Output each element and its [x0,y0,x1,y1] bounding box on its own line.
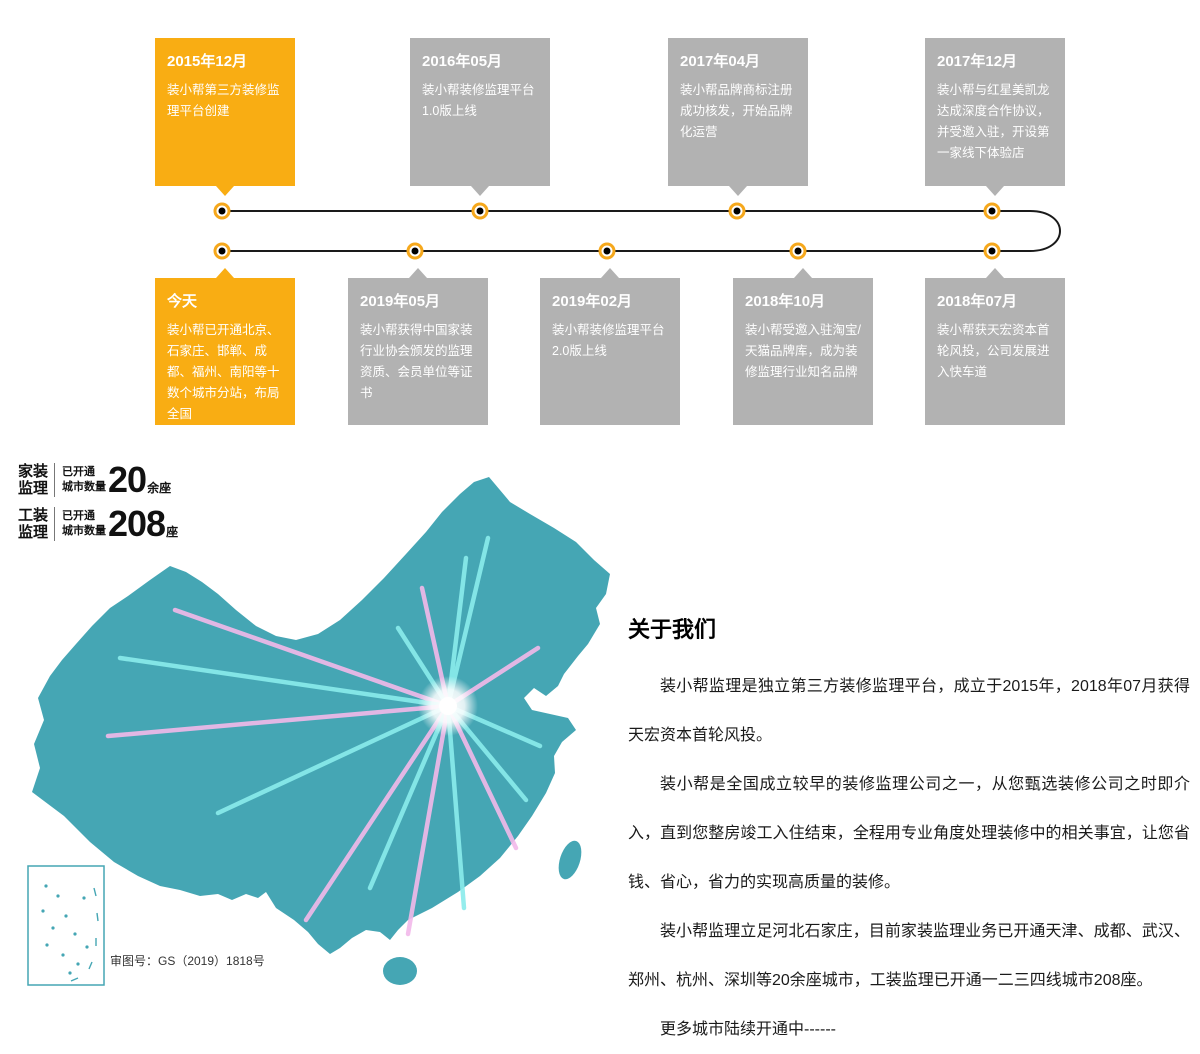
timeline-card-pointer [986,186,1004,196]
stat-status: 已开通 [62,510,96,522]
stat-label-line2: 监理 [18,524,49,541]
stat-caption: 城市数量 [62,525,107,537]
timeline-track [213,202,1061,260]
timeline-card-date: 2017年12月 [937,53,1018,70]
timeline-card-date: 今天 [167,293,198,310]
timeline-card: 2017年12月 装小帮与红星美凯龙达成深度合作协议，并受邀入驻，开设第一家线下… [925,38,1065,196]
about-body: 装小帮监理是独立第三方装修监理平台，成立于2015年，2018年07月获得天宏资… [628,662,1190,1054]
about-section: 关于我们 装小帮监理是独立第三方装修监理平台，成立于2015年，2018年07月… [628,612,1190,1054]
timeline-nodes [213,202,1001,260]
timeline-card-text: 装小帮获得中国家装行业协会颁发的监理资质、会员单位等证书 [360,323,473,400]
stat-label-line2: 监理 [18,480,49,497]
stat-divider [54,507,56,541]
timeline-node-dot [213,202,231,220]
timeline-card-pointer [216,268,234,278]
stat-label-line1: 工装 [18,507,49,524]
timeline-card-date: 2018年10月 [745,293,826,310]
page: 2015年12月 装小帮第三方装修监理平台创建 2016年05月 装小帮装修监理… [18,38,1190,1038]
timeline-node-dot [598,242,616,260]
timeline-card: 2017年04月 装小帮品牌商标注册成功核发，开始品牌化运营 [668,38,808,196]
timeline-node-dot [728,202,746,220]
timeline-card-date: 2018年07月 [937,293,1018,310]
timeline-card: 2018年10月 装小帮受邀入驻淘宝/天猫品牌库，成为装修监理行业知名品牌 [733,268,873,425]
stat-status: 已开通 [62,466,96,478]
stat-block: 家装 监理 已开通 城市数量 20 余座 [18,459,172,500]
timeline-card: 2018年07月 装小帮获天宏资本首轮风投，公司发展进入快车道 [925,268,1065,425]
timeline-card-pointer [986,268,1004,278]
about-paragraph: 装小帮监理是独立第三方装修监理平台，成立于2015年，2018年07月获得天宏资… [628,678,1190,744]
timeline-card-date: 2015年12月 [167,53,248,70]
stat-label: 工装 监理 [18,507,48,541]
hainan-island-shape [383,957,417,985]
stat-divider [54,463,56,497]
timeline-card: 2016年05月 装小帮装修监理平台1.0版上线 [410,38,550,196]
timeline-card-text: 装小帮装修监理平台2.0版上线 [552,323,665,358]
map-license-number: 审图号：GS（2019）1818号 [110,954,265,968]
timeline-card-pointer [471,186,489,196]
stat-label-line1: 家装 [18,463,49,480]
timeline-card-pointer [409,268,427,278]
timeline-node-dot [983,202,1001,220]
timeline-card: 2019年05月 装小帮获得中国家装行业协会颁发的监理资质、会员单位等证书 [348,268,488,425]
timeline-node-dot [471,202,489,220]
south-china-sea-inset [27,865,105,986]
stat-caption: 城市数量 [62,481,107,493]
about-title: 关于我们 [628,617,717,642]
timeline-card-pointer [729,186,747,196]
timeline-card-text: 装小帮品牌商标注册成功核发，开始品牌化运营 [680,83,793,139]
timeline-card-pointer [794,268,812,278]
timeline-card-pointer [601,268,619,278]
timeline-card: 2015年12月 装小帮第三方装修监理平台创建 [155,38,295,196]
timeline-card-date: 2019年02月 [552,293,633,310]
about-paragraph: 更多城市陆续开通中------ [660,1021,836,1038]
burst-core [439,697,457,715]
timeline-card-pointer [216,186,234,196]
stat-block: 工装 监理 已开通 城市数量 208 座 [18,503,179,544]
timeline-card-text: 装小帮已开通北京、石家庄、邯郸、成都、福州、南阳等十数个城市分站，布局全国 [167,323,280,421]
timeline-card-date: 2019年05月 [360,293,441,310]
timeline-card-text: 装小帮第三方装修监理平台创建 [167,83,280,118]
stat-label: 家装 监理 [18,463,48,497]
taiwan-island-shape [558,840,582,880]
timeline-card: 今天 装小帮已开通北京、石家庄、邯郸、成都、福州、南阳等十数个城市分站，布局全国 [155,268,295,425]
china-map [18,468,640,992]
timeline-card-date: 2017年04月 [680,53,761,70]
stat-value: 20 [108,459,147,500]
timeline-card-text: 装小帮装修监理平台1.0版上线 [422,83,535,118]
timeline-card: 2019年02月 装小帮装修监理平台2.0版上线 [540,268,680,425]
about-paragraph: 装小帮是全国成立较早的装修监理公司之一，从您甄选装修公司之时即介入，直到您整房竣… [628,776,1190,891]
timeline-line [222,210,1061,252]
timeline-card-text: 装小帮与红星美凯龙达成深度合作协议，并受邀入驻，开设第一家线下体验店 [937,83,1050,160]
stat-value: 208 [108,503,166,544]
timeline-card-text: 装小帮受邀入驻淘宝/天猫品牌库，成为装修监理行业知名品牌 [745,323,861,379]
timeline-node-dot [406,242,424,260]
timeline-card-date: 2016年05月 [422,53,503,70]
stat-unit: 座 [166,525,179,539]
timeline-card-text: 装小帮获天宏资本首轮风投，公司发展进入快车道 [937,323,1050,379]
about-paragraph: 装小帮监理立足河北石家庄，目前家装监理业务已开通天津、成都、武汉、郑州、杭州、深… [628,923,1190,989]
timeline-node-dot [983,242,1001,260]
stat-unit: 余座 [147,481,172,495]
timeline-node-dot [789,242,807,260]
timeline-node-dot [213,242,231,260]
